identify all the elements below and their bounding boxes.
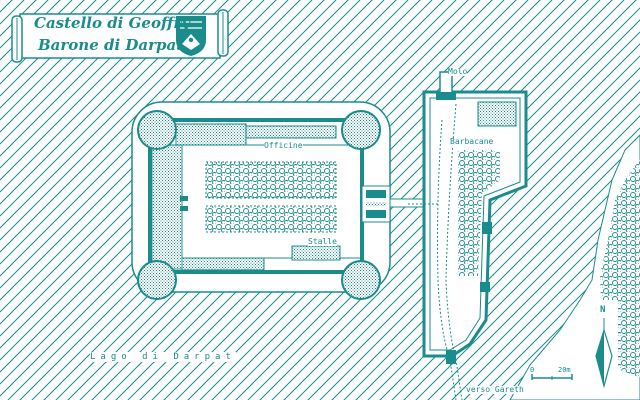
compass-north-label: N: [600, 305, 606, 315]
garden-south: [205, 205, 337, 233]
corner-towers: [137, 110, 381, 300]
compass-rose-icon: [590, 300, 618, 389]
heraldic-shield-icon: [176, 16, 206, 56]
map-title: Castello di Geoffry: [34, 14, 190, 32]
south-gate: [446, 350, 456, 364]
garden-north: [205, 161, 337, 199]
barbican-orchard: [458, 150, 500, 276]
barbacane-label: Barbacane: [450, 137, 494, 146]
bastion: [482, 222, 492, 234]
lake-label: Lago di Darpat: [90, 352, 236, 362]
map-subtitle: Barone di Darpat: [38, 36, 184, 54]
stables-building: [291, 245, 341, 261]
scale-start-label: 0: [530, 366, 535, 374]
castle-walls: [148, 118, 364, 274]
barbican-keep: [477, 101, 517, 127]
officine-label: Officine: [264, 141, 303, 150]
scale-bar: [528, 370, 576, 384]
stalle-label: Stalle: [308, 237, 337, 246]
road-label: verso Gareth: [466, 385, 524, 394]
gatehouse: [361, 185, 391, 223]
scale-end-label: 20m: [558, 366, 571, 374]
dock-gate: [436, 92, 456, 100]
barbican-inner-wall: [429, 97, 521, 351]
road-path: [445, 103, 463, 400]
molo-label: Molo: [448, 67, 468, 76]
bastion: [480, 282, 490, 292]
